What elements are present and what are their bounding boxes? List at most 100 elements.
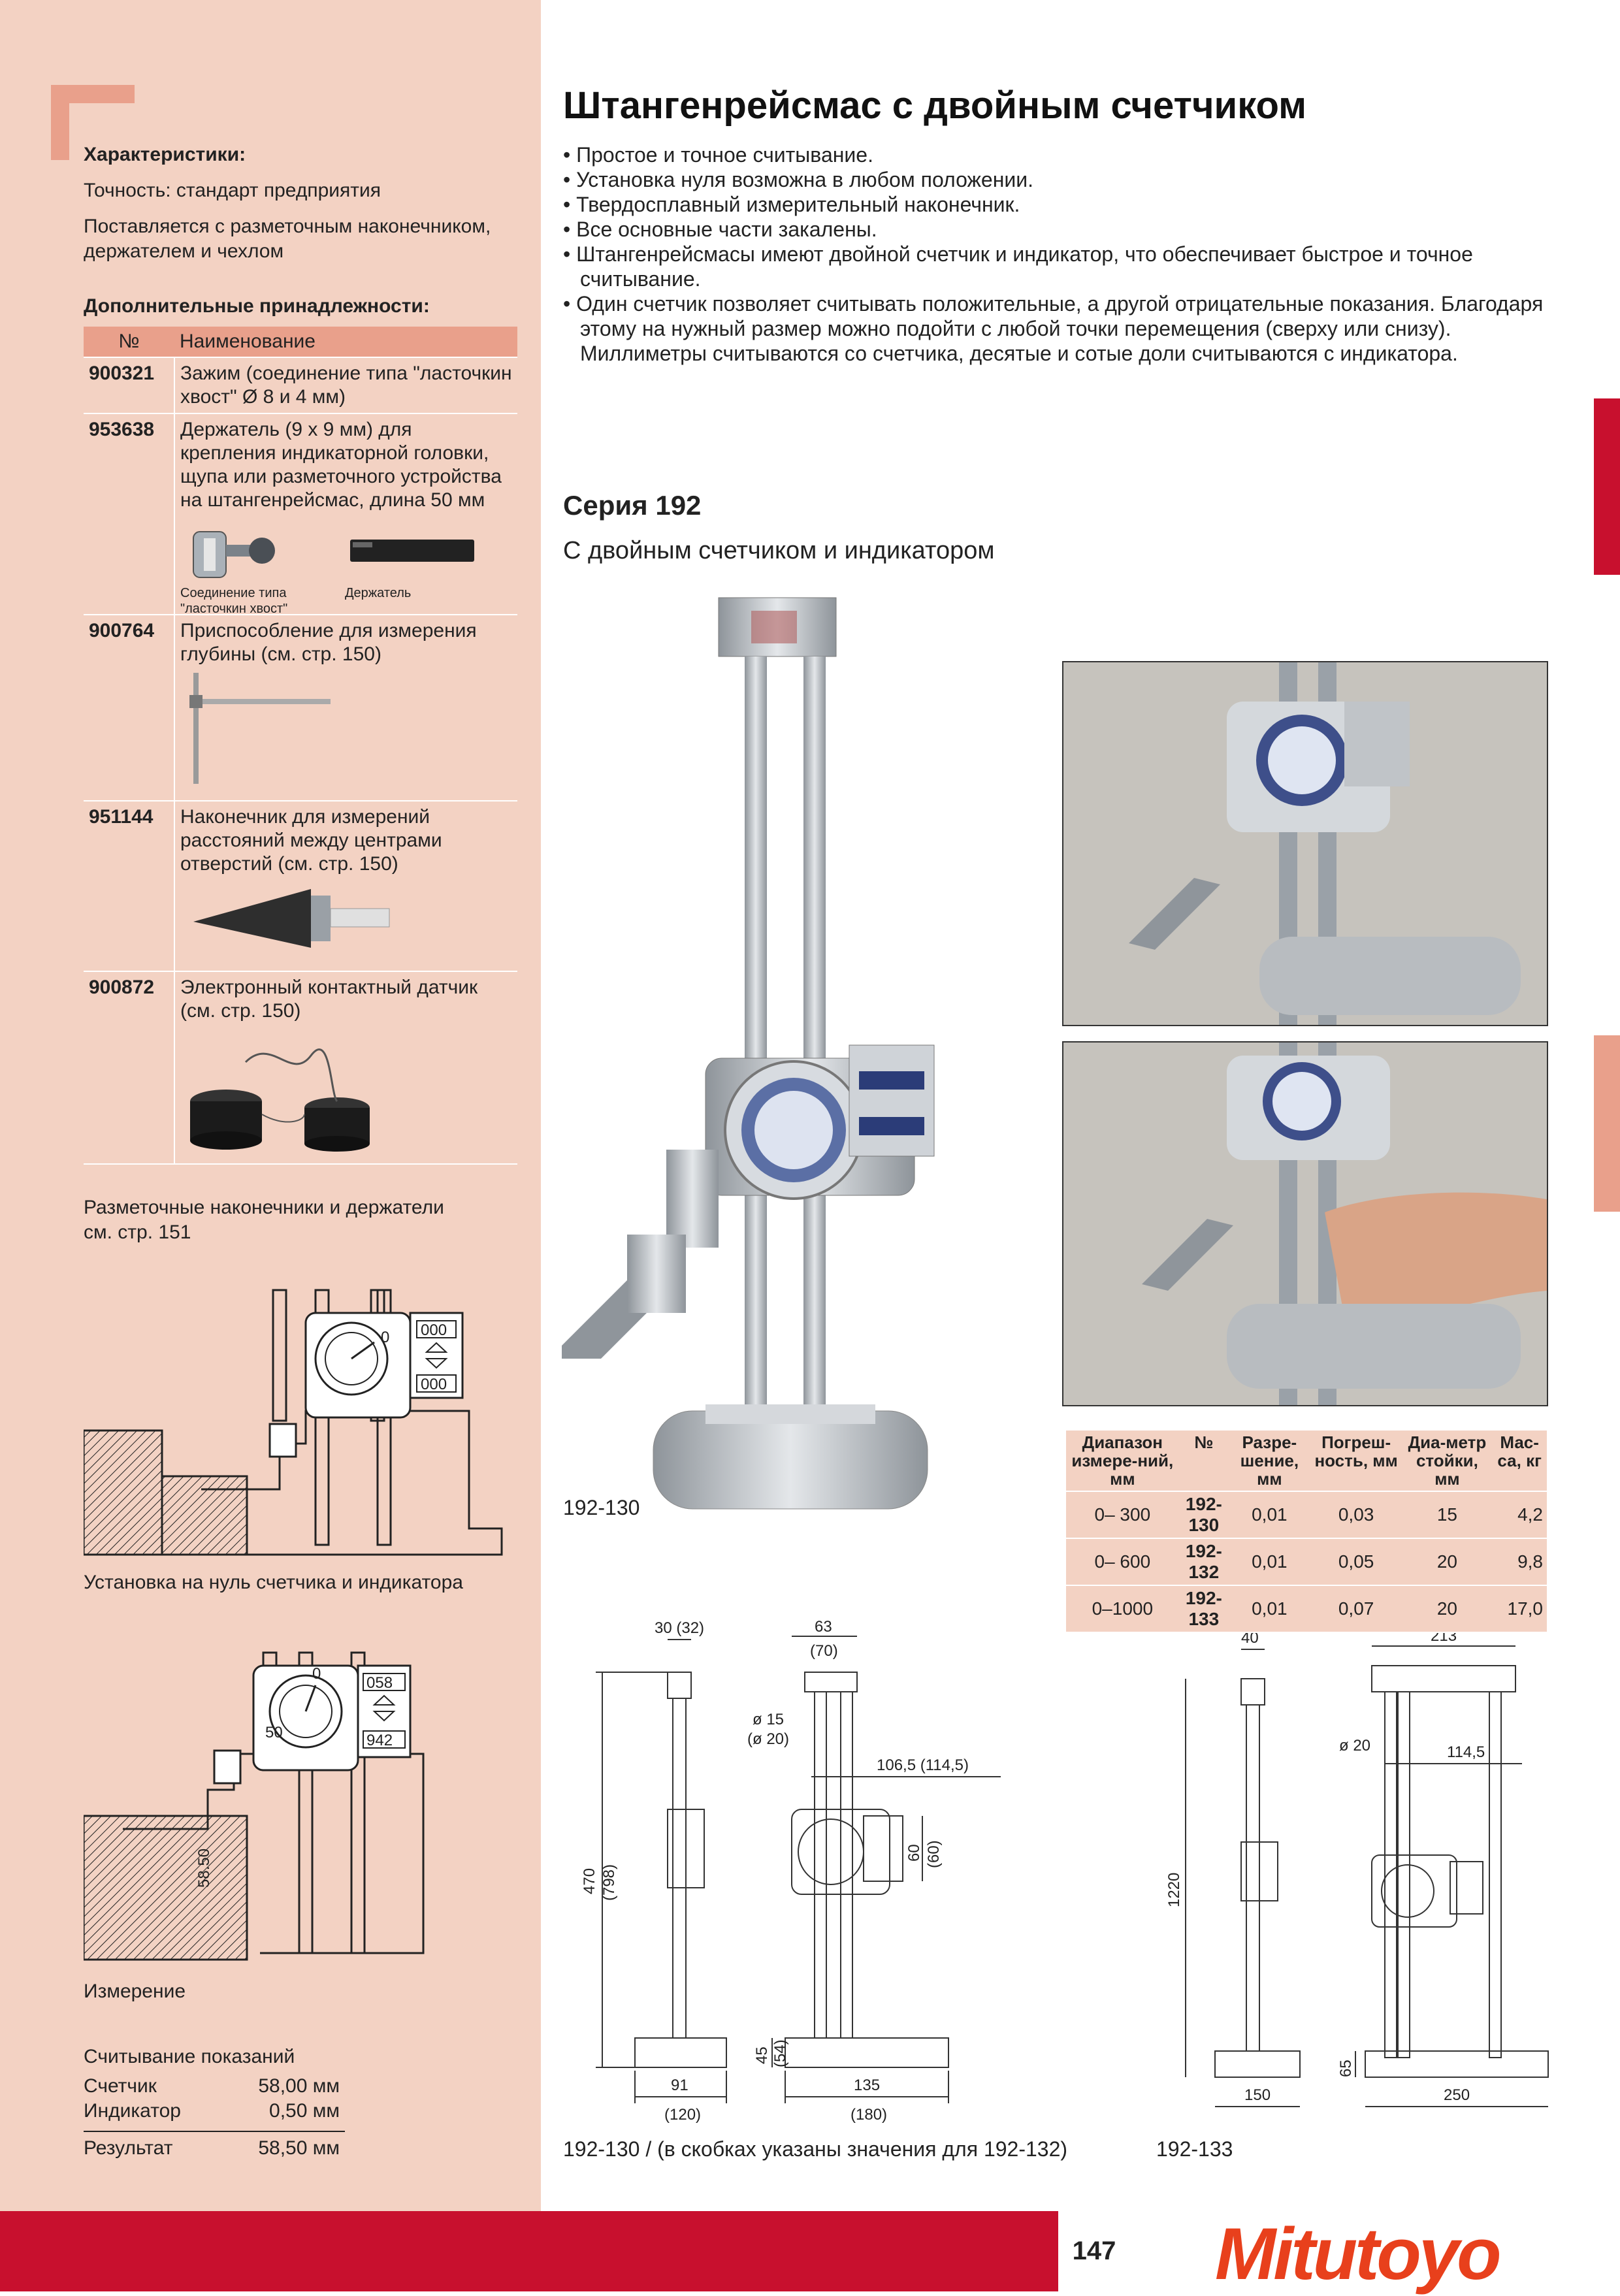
reading-label: Счетчик — [84, 2075, 157, 2097]
spec-col-diameter: Диа-метр стойки, мм — [1402, 1431, 1493, 1491]
dim-15: ø 15 — [753, 1711, 784, 1728]
acc-name: Электронный контактный датчик (см. стр. … — [180, 977, 478, 1022]
counter-top: 000 — [421, 1321, 447, 1339]
spec-cell: 0–1000 — [1066, 1585, 1179, 1632]
dovetail-clamp-image — [193, 531, 275, 578]
acc-code: 900321 — [84, 357, 175, 414]
reading-value: 58,00 мм — [258, 2075, 340, 2097]
dim-60: 60 — [905, 1844, 923, 1862]
acc-code: 951144 — [84, 801, 175, 972]
dim-120: (120) — [664, 2106, 701, 2124]
accessories-table: № Наименование 900321 Зажим (соединение … — [84, 327, 517, 1165]
spec-col-accuracy: Погреш-ность, мм — [1310, 1431, 1402, 1491]
zero-setting-caption: Установка на нуль счетчика и индикатора — [84, 1572, 463, 1593]
spec-cell: 0,03 — [1310, 1491, 1402, 1538]
spec-cell: 0,01 — [1229, 1585, 1310, 1632]
divider — [84, 2131, 345, 2132]
footer-bar — [0, 2211, 1058, 2291]
reading-result-value: 58,50 мм — [258, 2137, 340, 2159]
spec-cell: 0,07 — [1310, 1585, 1402, 1632]
dim-70: (70) — [810, 1642, 838, 1660]
spec-header-row: Диапазон измере-ний, мм № Разре-шение, м… — [1066, 1431, 1547, 1491]
drawing-caption-right: 192-133 — [1156, 2137, 1233, 2161]
holder-image — [350, 540, 474, 562]
spec-cell: 4,2 — [1492, 1491, 1547, 1538]
photo-hand-adjust-image — [1063, 1043, 1547, 1405]
counter-top-2: 058 — [366, 1674, 393, 1692]
acc-name: Приспособление для измерения глубины (см… — [180, 620, 477, 665]
dial-zero-label-2: 0 — [312, 1665, 321, 1683]
list-item: Все основные части закалены. — [563, 217, 1569, 242]
spec-cell: 0– 600 — [1066, 1538, 1179, 1585]
dim-135: 135 — [854, 2077, 880, 2094]
depth-attachment-image — [189, 673, 331, 784]
dim-1145: 114,5 — [1447, 1743, 1485, 1761]
measurement-diagram: 0 50 058 942 58.50 — [84, 1651, 425, 1961]
dial-50-label: 50 — [265, 1724, 283, 1741]
spec-table: Диапазон измере-ний, мм № Разре-шение, м… — [1066, 1431, 1547, 1632]
side-tab-red — [1594, 398, 1620, 575]
acc-code: 953638 — [84, 413, 175, 615]
photo-dial-closeup-image — [1063, 662, 1547, 1025]
table-row: 951144 Наконечник для измерений расстоян… — [84, 801, 517, 972]
table-row: 0– 600 192-132 0,01 0,05 20 9,8 — [1066, 1538, 1547, 1585]
spec-cell: 15 — [1402, 1491, 1493, 1538]
list-item: Установка нуля возможна в любом положени… — [563, 167, 1569, 192]
side-tab-pink — [1594, 1035, 1620, 1212]
spec-cell: 0,05 — [1310, 1538, 1402, 1585]
page-title: Штангенрейсмас с двойным счетчиком — [563, 84, 1307, 127]
dial-zero-label: 0 — [381, 1329, 389, 1346]
spec-cell: 0,01 — [1229, 1538, 1310, 1585]
dim-40: 40 — [1241, 1633, 1259, 1647]
dim-470: 470 — [581, 1868, 598, 1894]
technical-drawing-192-130: 30 (32) 63 (70) ø 15 (ø 20) 106,5 (114,5… — [581, 1620, 1001, 2124]
spec-cell: 20 — [1402, 1585, 1493, 1632]
center-distance-tip-image — [193, 889, 390, 948]
table-row: 0–1000 192-133 0,01 0,07 20 17,0 — [1066, 1585, 1547, 1632]
counter-bottom-2: 942 — [366, 1732, 393, 1749]
photo-dial-closeup — [1062, 661, 1548, 1026]
table-header-row: № Наименование — [84, 327, 517, 358]
reading-heading: Считывание показаний — [84, 2046, 295, 2067]
col-no: № — [84, 327, 174, 358]
height-gage-product-image — [562, 597, 935, 1510]
dim-30: 30 (32) — [655, 1620, 704, 1637]
dim-213: 213 — [1431, 1633, 1457, 1645]
reading-value: 0,50 мм — [269, 2100, 340, 2122]
acc-images: Соединение типа "ласточкин хвост" Держат… — [180, 512, 512, 616]
spec-cell: 17,0 — [1492, 1585, 1547, 1632]
table-row: 0– 300 192-130 0,01 0,03 15 4,2 — [1066, 1491, 1547, 1538]
dim-63: 63 — [815, 1620, 832, 1636]
dim-798: (798) — [600, 1864, 618, 1901]
acc-name: Держатель (9 x 9 мм) для крепления индик… — [180, 419, 502, 511]
dim-250: 250 — [1444, 2086, 1470, 2104]
page-number: 147 — [1058, 2211, 1130, 2291]
clamp-caption: Соединение типа "ласточкин хвост" — [180, 586, 288, 616]
acc-code: 900764 — [84, 615, 175, 801]
spec-col-range: Диапазон измере-ний, мм — [1066, 1431, 1179, 1491]
dim-54: (54) — [771, 2039, 789, 2067]
corner-mark — [51, 85, 135, 160]
dim-60b: (60) — [925, 1840, 943, 1868]
measure-dim: 58.50 — [195, 1849, 213, 1888]
technical-drawing-192-133: 40 213 ø 20 114,5 1220 65 150 250 — [1165, 1633, 1549, 2107]
dim-150: 150 — [1244, 2086, 1271, 2104]
list-item: Штангенрейсмасы имеют двойной счетчик и … — [563, 242, 1569, 291]
spec-cell: 192-130 — [1178, 1491, 1229, 1538]
holder-caption: Держатель — [345, 586, 412, 600]
spec-col-no: № — [1178, 1431, 1229, 1491]
counter-bottom: 000 — [421, 1376, 447, 1393]
acc-cell: Электронный контактный датчик (см. стр. … — [174, 971, 517, 1165]
dim-d20: ø 20 — [1339, 1737, 1370, 1754]
spec-cell: 9,8 — [1492, 1538, 1547, 1585]
series-subheading: С двойным счетчиком и индикатором — [563, 537, 995, 564]
dim-65: 65 — [1337, 2060, 1355, 2077]
accuracy-text: Точность: стандарт предприятия — [84, 180, 381, 201]
acc-cell: Наконечник для измерений расстояний межд… — [174, 801, 517, 972]
dim-45: 45 — [753, 2046, 771, 2064]
dim-1220: 1220 — [1165, 1873, 1183, 1907]
drawing-caption-left: 192-130 / (в скобках указаны значения дл… — [563, 2137, 1068, 2161]
acc-name: Наконечник для измерений расстояний межд… — [180, 806, 442, 875]
marking-note: Разметочные наконечники и держатели см. … — [84, 1197, 444, 1243]
measure-caption: Измерение — [84, 1981, 186, 2002]
